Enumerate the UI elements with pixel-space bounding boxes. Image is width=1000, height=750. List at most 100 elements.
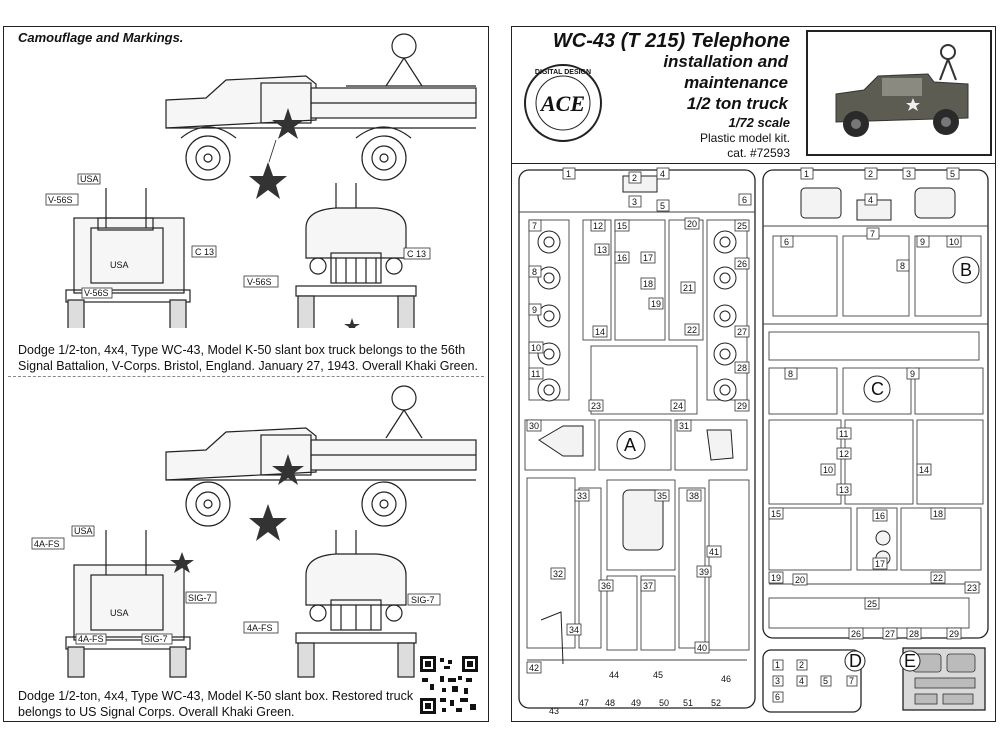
svg-text:37: 37 [643, 581, 653, 591]
svg-text:32: 32 [553, 569, 563, 579]
rear-label-2-2: SIG-7 [188, 593, 212, 603]
svg-text:16: 16 [875, 511, 885, 521]
svg-text:17: 17 [643, 253, 653, 263]
truck-side-view-1 [165, 33, 477, 181]
svg-text:45: 45 [653, 670, 663, 680]
svg-text:5: 5 [950, 169, 955, 179]
kit-subtitle-3: 1/2 ton truck [686, 94, 788, 113]
sprue-letter-a: A [624, 435, 636, 455]
svg-text:17: 17 [875, 559, 885, 569]
svg-text:42: 42 [529, 663, 539, 673]
header-divider [512, 163, 995, 164]
star-marking-2 [272, 454, 304, 485]
svg-text:34: 34 [569, 625, 579, 635]
svg-text:23: 23 [967, 583, 977, 593]
svg-text:1: 1 [775, 660, 780, 670]
svg-text:41: 41 [709, 547, 719, 557]
sprue-letter-e: E [904, 651, 916, 671]
svg-text:30: 30 [529, 421, 539, 431]
svg-text:3: 3 [632, 197, 637, 207]
variant1-caption: Dodge 1/2-ton, 4x4, Type WC-43, Model K-… [18, 342, 484, 374]
svg-text:28: 28 [909, 629, 919, 639]
svg-text:4: 4 [868, 195, 873, 205]
svg-text:5: 5 [823, 676, 828, 686]
logo-ring-text: DIGITAL DESIGN [535, 69, 591, 76]
svg-text:4: 4 [799, 676, 804, 686]
svg-text:3: 3 [775, 676, 780, 686]
svg-text:11: 11 [531, 369, 540, 379]
variant1-caption-line1: Dodge 1/2-ton, 4x4, Type WC-43, Model K-… [18, 343, 466, 357]
svg-text:6: 6 [775, 692, 780, 702]
rear-label-1-0: USA [80, 174, 99, 184]
svg-text:8: 8 [532, 267, 537, 277]
svg-text:12: 12 [839, 449, 849, 459]
svg-text:22: 22 [687, 325, 697, 335]
sprue-letter-c: C [871, 379, 884, 399]
svg-text:2: 2 [799, 660, 804, 670]
svg-text:14: 14 [919, 465, 929, 475]
svg-text:19: 19 [651, 299, 661, 309]
svg-text:39: 39 [699, 567, 709, 577]
truck-photo [814, 38, 984, 148]
variant2-caption-line1: Dodge 1/2-ton, 4x4, Type WC-43, Model K-… [18, 689, 414, 703]
svg-text:19: 19 [771, 573, 781, 583]
svg-text:5: 5 [660, 201, 665, 211]
rear-label-2-0: USA [74, 526, 93, 536]
rear-label-2-1: 4A-FS [34, 539, 60, 549]
sprue-layout: 1 2 3 4 5 6 7 8 9 10 11 12 13 14 15 16 1… [518, 167, 989, 716]
svg-text:26: 26 [851, 629, 861, 639]
svg-text:10: 10 [949, 237, 959, 247]
svg-text:18: 18 [933, 509, 943, 519]
svg-text:12: 12 [593, 221, 603, 231]
svg-text:28: 28 [737, 363, 747, 373]
truck-front-view-1 [295, 183, 417, 328]
sprue-letter-b: B [960, 260, 972, 280]
svg-text:2: 2 [632, 173, 637, 183]
kit-subtitle-2: maintenance [684, 73, 788, 92]
svg-text:14: 14 [595, 327, 605, 337]
svg-text:7: 7 [532, 221, 537, 231]
svg-text:22: 22 [933, 573, 943, 583]
qr-code[interactable] [418, 654, 480, 716]
svg-text:52: 52 [711, 698, 721, 708]
variant-divider [8, 376, 484, 377]
svg-text:27: 27 [885, 629, 895, 639]
svg-text:26: 26 [737, 259, 747, 269]
kit-scale: 1/72 scale [728, 115, 790, 130]
svg-text:38: 38 [689, 491, 699, 501]
svg-text:23: 23 [591, 401, 601, 411]
svg-text:31: 31 [679, 421, 689, 431]
svg-text:6: 6 [742, 195, 747, 205]
markings-title: Camouflage and Markings. [18, 30, 184, 45]
variant2-drawings: USA USA 4A-FS SIG-7 4A-FS SIG-7 SIG-7 4A… [31, 385, 477, 678]
svg-text:20: 20 [795, 575, 805, 585]
svg-text:29: 29 [737, 401, 747, 411]
sprue-d-frame [762, 649, 862, 713]
svg-text:7: 7 [870, 229, 875, 239]
svg-text:36: 36 [601, 581, 611, 591]
svg-text:1: 1 [566, 169, 571, 179]
truck-rear-view-1 [65, 188, 191, 328]
svg-text:25: 25 [867, 599, 877, 609]
svg-text:40: 40 [697, 643, 707, 653]
svg-text:35: 35 [657, 491, 667, 501]
svg-text:1: 1 [804, 169, 809, 179]
front-label-2-1: 4A-FS [247, 623, 273, 633]
kit-title: WC-43 (T 215) Telephone [552, 30, 790, 52]
svg-text:15: 15 [617, 221, 627, 231]
svg-text:18: 18 [643, 279, 653, 289]
box-photo [806, 30, 992, 156]
svg-text:8: 8 [900, 261, 905, 271]
svg-text:46: 46 [721, 674, 731, 684]
front-label-2-0: SIG-7 [411, 595, 435, 605]
truck-rear-view-2 [65, 530, 191, 678]
svg-text:13: 13 [839, 485, 849, 495]
svg-text:47: 47 [579, 698, 589, 708]
svg-text:33: 33 [577, 491, 587, 501]
svg-text:24: 24 [673, 401, 683, 411]
svg-text:51: 51 [683, 698, 693, 708]
svg-text:25: 25 [737, 221, 747, 231]
sprue-letter-d: D [849, 651, 862, 671]
svg-text:9: 9 [920, 237, 925, 247]
star-marking [272, 108, 304, 139]
